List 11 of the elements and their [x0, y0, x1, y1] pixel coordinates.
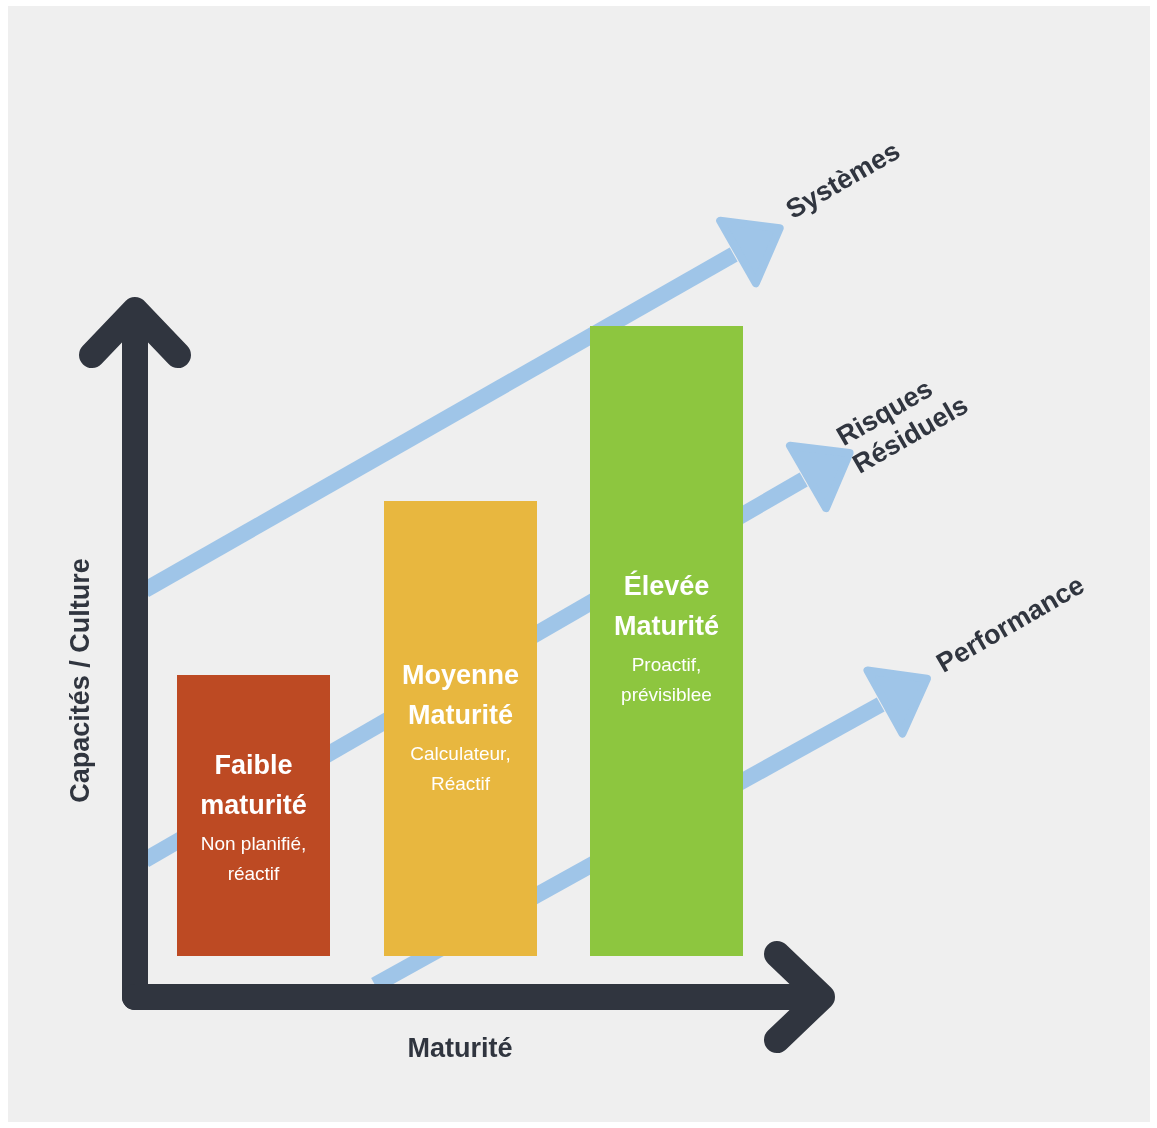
axis-title: Maturité	[407, 1032, 513, 1064]
maturity-bar	[590, 326, 743, 956]
bar-description: Calculateur, Réactif	[409, 742, 512, 796]
bar-description: Proactif, prévisiblee	[620, 653, 713, 707]
maturity-bar	[177, 675, 330, 956]
bar-description: Non planifié, réactif	[199, 832, 308, 886]
bar-heading: Élevée Maturité	[613, 569, 720, 643]
axis-title: Capacités / Culture	[64, 557, 96, 803]
bar-heading: Faible maturité	[199, 749, 308, 822]
maturity-bar	[384, 501, 537, 956]
bar-heading: Moyenne Maturité	[401, 659, 520, 732]
